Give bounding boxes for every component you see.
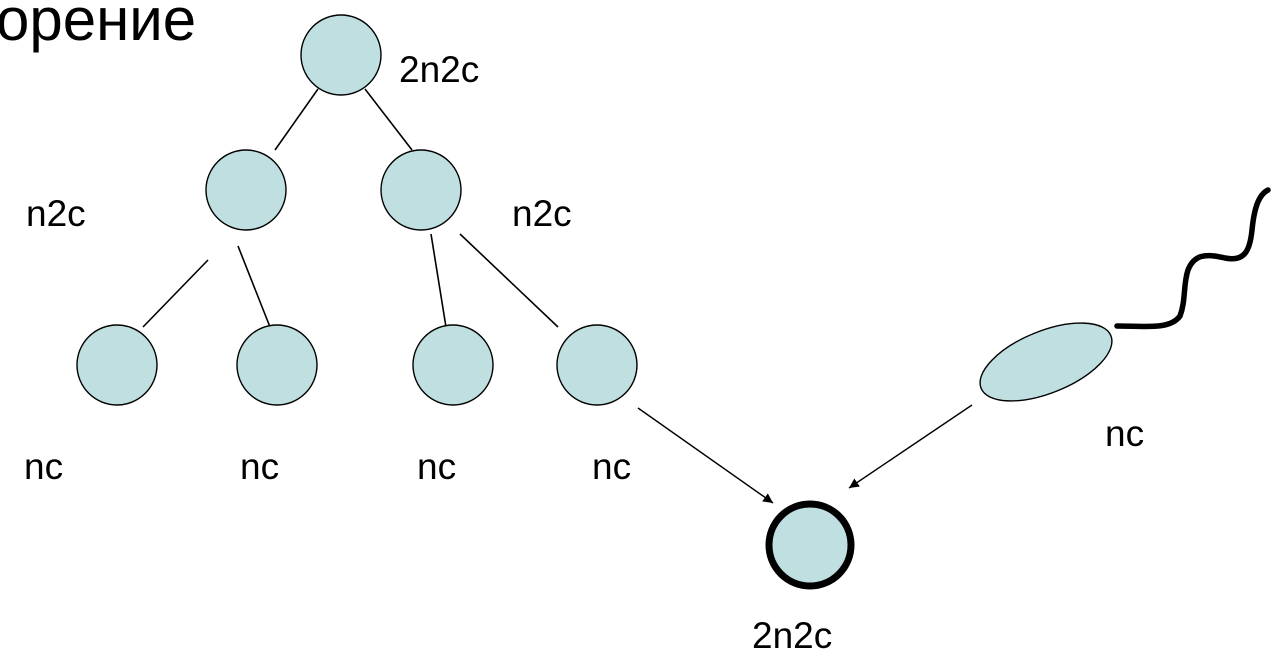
gamete-label-4: nc [592,446,631,487]
gamete-cell-2 [236,324,318,406]
gamete-cell-4 [556,324,638,406]
slide-title: орение [0,0,196,53]
arrow-egg-to-zygote [637,407,774,504]
connector-root-left [274,88,319,151]
sperm-head [979,322,1113,402]
root-cell [300,14,382,96]
second-division-label-right: n2c [512,193,572,234]
arrow-sperm-to-zygote [848,404,973,489]
gamete-label-3: nc [417,446,456,487]
gamete-cell-3 [412,324,494,406]
second-division-cell-left [205,149,287,231]
zygote-label: 2n2c [752,615,832,656]
connector-left-lr [237,245,271,328]
sperm-tail [1114,187,1271,330]
connector-root-right [364,88,413,151]
zygote-cell [765,500,855,590]
tree-connectors [142,88,559,328]
tree-cells [76,14,638,406]
gamete-label-1: nc [24,446,63,487]
gamete-cell-1 [76,324,158,406]
gamete-label-2: nc [240,446,279,487]
connector-right-rl [430,233,447,328]
second-division-label-left: n2c [26,193,86,234]
connector-left-ll [142,259,209,328]
connector-right-rr [459,233,559,328]
sperm-label: nc [1105,413,1144,454]
second-division-cell-right [380,149,462,231]
root-label: 2n2c [399,49,479,90]
